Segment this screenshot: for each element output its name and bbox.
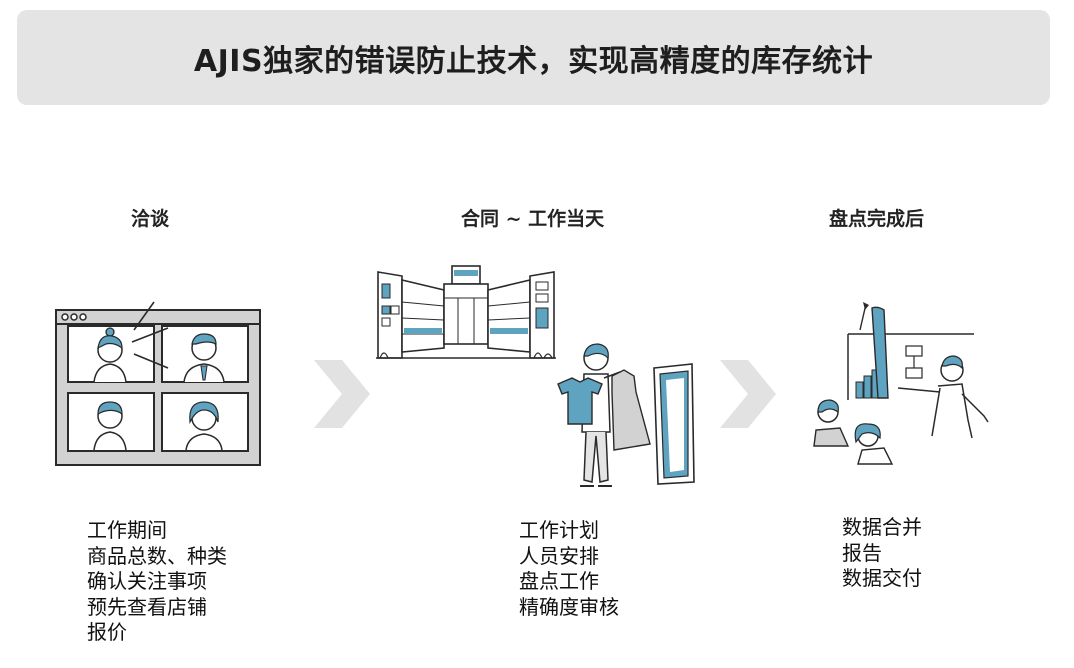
stage-title-negotiation: 洽谈 [131,208,170,230]
list-item: 报告 [842,540,882,565]
stage-title-after-inventory: 盘点完成后 [829,208,925,230]
staff-checking-clothes-illustration [557,343,695,487]
report-presentation-illustration [813,302,989,465]
list-item: 商品总数、种类 [87,543,227,568]
chevron-right-icon [720,360,776,428]
video-meeting-illustration [55,301,261,466]
title-banner: AJIS独家的错误防止技术，实现高精度的库存统计 [17,10,1050,105]
stage-items-negotiation: 工作期间 商品总数、种类 确认关注事项 预先查看店铺 报价 [87,518,227,646]
list-item: 工作计划 [519,518,599,542]
list-item: 确认关注事项 [87,569,207,593]
list-item: 预先查看店铺 [87,594,207,619]
list-item: 精确度审核 [519,594,619,619]
list-item: 数据交付 [842,566,922,590]
list-item: 报价 [87,620,127,644]
chevron-right-icon [314,360,370,428]
stage-items-after-inventory: 数据合并 报告 数据交付 [842,515,922,592]
list-item: 数据合并 [842,515,922,539]
list-item: 盘点工作 [519,569,599,593]
shopping-mall-illustration [376,265,556,359]
page-title: AJIS独家的错误防止技术，实现高精度的库存统计 [193,43,874,79]
list-item: 人员安排 [519,543,599,568]
stage-title-contract-day: 合同 ~ 工作当天 [461,208,605,230]
list-item: 工作期间 [87,518,167,542]
stage-items-contract-day: 工作计划 人员安排 盘点工作 精确度审核 [519,518,619,620]
